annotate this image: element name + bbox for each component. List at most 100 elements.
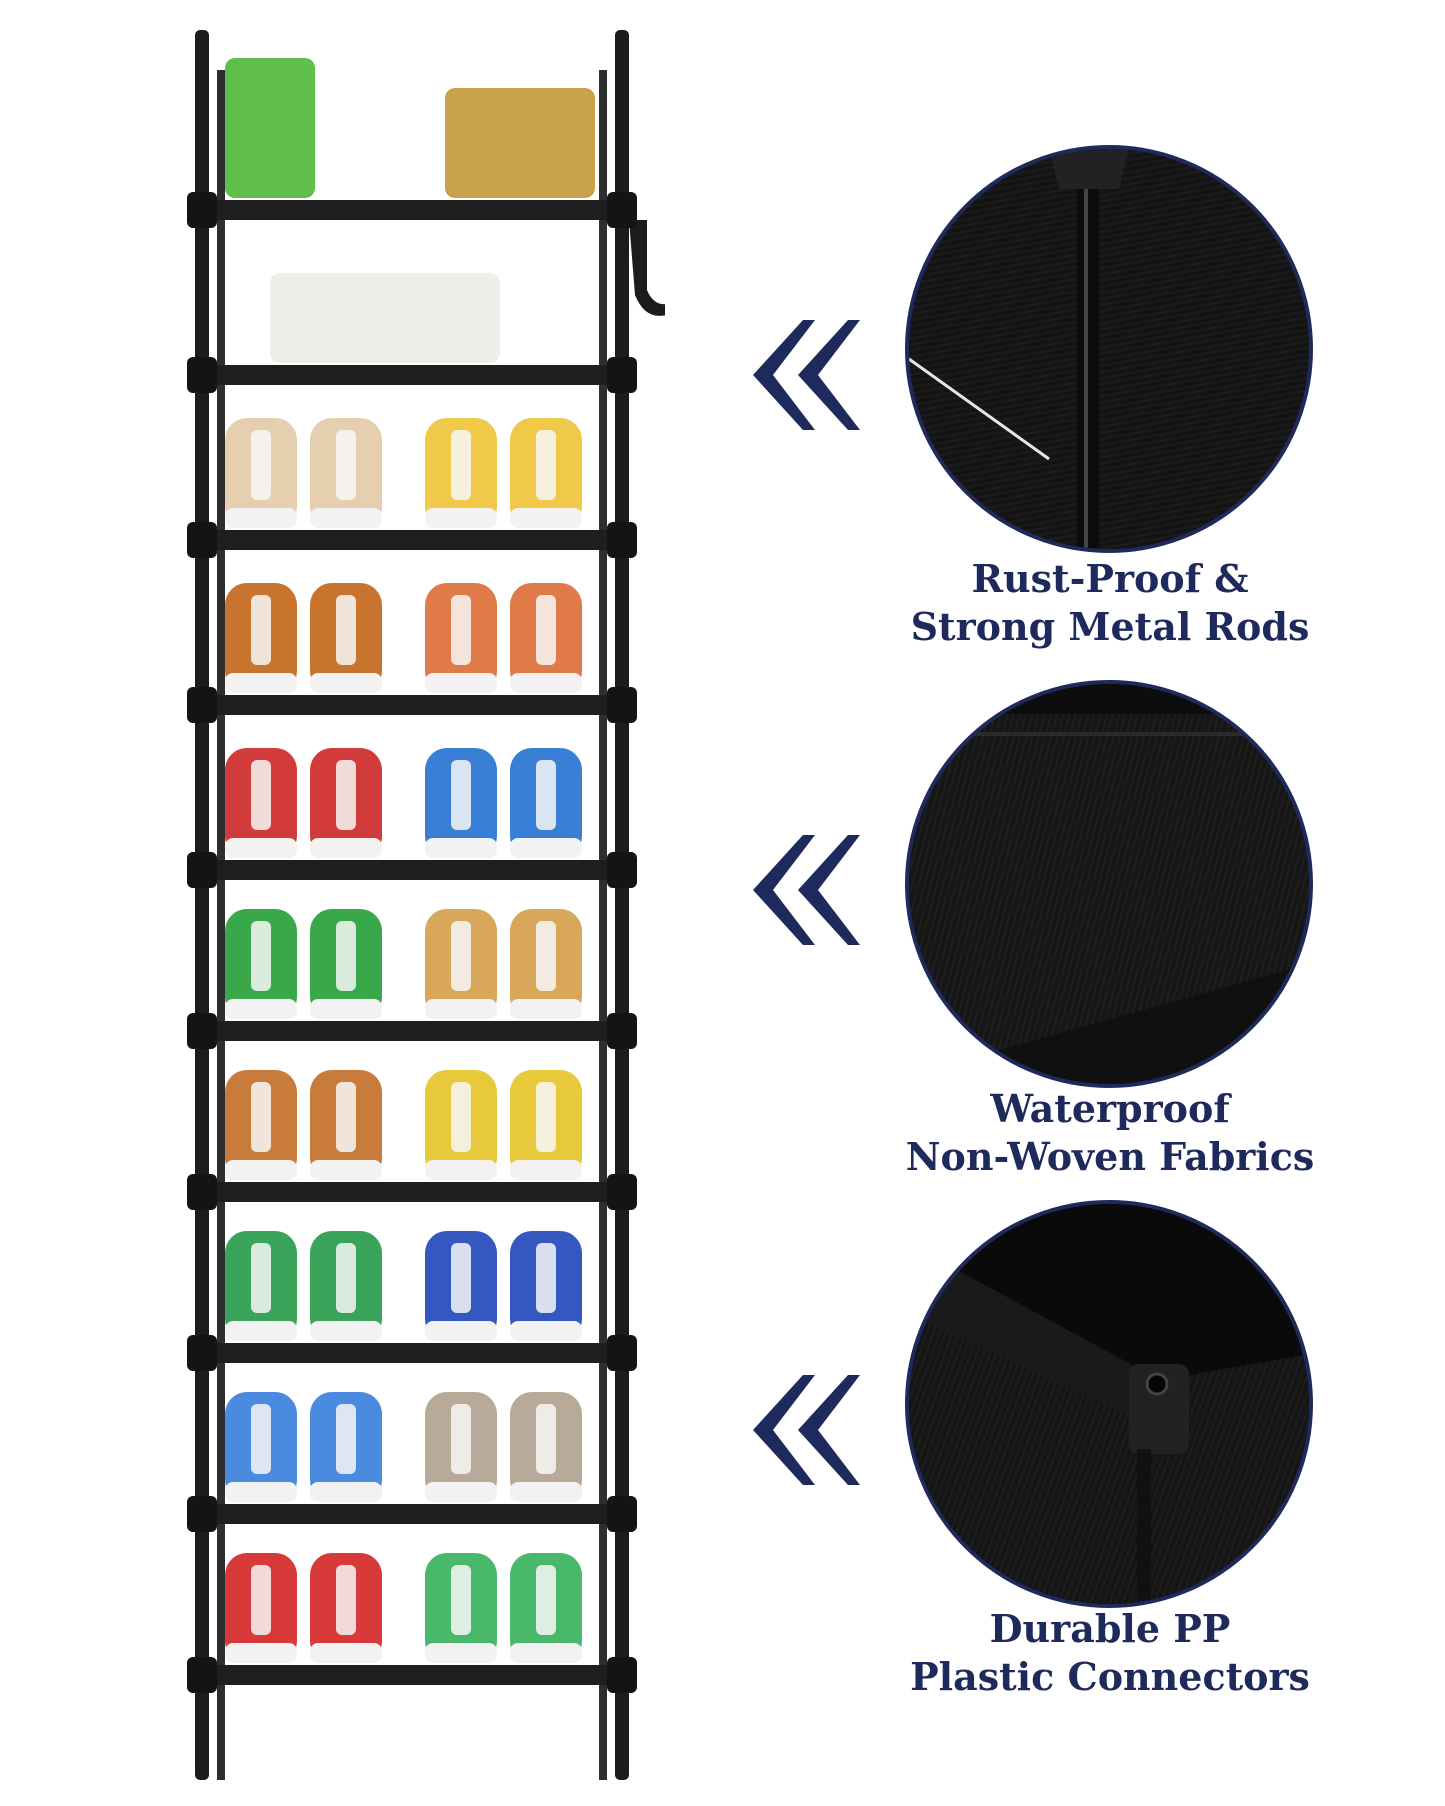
shoe-laces — [336, 430, 356, 500]
rack-shelf — [195, 1182, 629, 1202]
rack-connector — [187, 1013, 217, 1049]
shoe-sole — [310, 1160, 382, 1180]
shoe-laces — [536, 760, 556, 830]
rack-connector — [607, 1496, 637, 1532]
rack-connector — [607, 1174, 637, 1210]
shoe-sole — [225, 838, 297, 858]
shoe-laces — [336, 1565, 356, 1635]
shoe-sole — [425, 999, 497, 1019]
shoe-laces — [451, 1243, 471, 1313]
shoe-laces — [536, 1082, 556, 1152]
shoe-laces — [336, 1082, 356, 1152]
shoe-laces — [251, 430, 271, 500]
shoe-laces — [536, 595, 556, 665]
shoe-laces — [451, 430, 471, 500]
rack-connector — [187, 192, 217, 228]
shoe-laces — [336, 1404, 356, 1474]
double-chevron-left-icon — [753, 835, 860, 945]
rack-shelf — [195, 1504, 629, 1524]
shoe-laces — [451, 595, 471, 665]
rack-connector — [187, 852, 217, 888]
rack-hook — [629, 220, 665, 316]
shoe-sole — [225, 999, 297, 1019]
shoe-sole — [425, 1321, 497, 1341]
rack-connector — [607, 852, 637, 888]
shoe-laces — [451, 1082, 471, 1152]
tan-handbag — [445, 88, 595, 198]
shoe-sole — [510, 673, 582, 693]
shoe-sole — [225, 508, 297, 528]
feature-caption-line: Non-Woven Fabrics — [905, 1134, 1315, 1179]
shoe-sole — [425, 1482, 497, 1502]
rack-connector — [607, 1335, 637, 1371]
shoe-laces — [536, 430, 556, 500]
shoe-sole — [225, 1321, 297, 1341]
shoe-laces — [536, 1243, 556, 1313]
feature-caption-metal-rods: Rust-Proof & Strong Metal Rods — [840, 555, 1380, 651]
shoe-laces — [251, 1404, 271, 1474]
shoe-sole — [510, 1482, 582, 1502]
rack-shelf — [195, 1665, 629, 1685]
rack-shelf — [195, 1021, 629, 1041]
shoe-laces — [451, 1565, 471, 1635]
rack-connector — [607, 687, 637, 723]
rack-connector — [187, 1496, 217, 1532]
rack-connector — [187, 357, 217, 393]
shoe-sole — [425, 508, 497, 528]
shoe-laces — [251, 921, 271, 991]
shoe-sole — [510, 838, 582, 858]
shoe-sole — [310, 673, 382, 693]
shoe-sole — [510, 508, 582, 528]
feature-caption-connectors: Durable PP Plastic Connectors — [840, 1605, 1380, 1701]
shoe-laces — [251, 1243, 271, 1313]
shoe-laces — [451, 760, 471, 830]
rack-connector — [607, 357, 637, 393]
shoe-sole — [510, 1160, 582, 1180]
feature-caption-line: Durable PP — [989, 1606, 1231, 1651]
feature-caption-line: Strong Metal Rods — [910, 604, 1310, 649]
shoe-laces — [336, 1243, 356, 1313]
white-woven-basket — [270, 273, 500, 363]
feature-caption-fabrics: Waterproof Non-Woven Fabrics — [840, 1085, 1380, 1181]
rack-shelf — [195, 200, 629, 220]
metal-rod-closeup — [905, 145, 1313, 553]
shoe-sole — [425, 1643, 497, 1663]
rack-connector — [187, 1657, 217, 1693]
shoe-sole — [225, 1160, 297, 1180]
shoe-sole — [425, 838, 497, 858]
shoe-laces — [251, 1565, 271, 1635]
connector-closeup — [905, 1200, 1313, 1608]
rack-connector — [607, 1657, 637, 1693]
shoe-sole — [510, 999, 582, 1019]
shoe-laces — [536, 921, 556, 991]
rack-connector — [187, 1335, 217, 1371]
shoe-laces — [451, 1404, 471, 1474]
shoe-laces — [251, 760, 271, 830]
shoe-laces — [251, 595, 271, 665]
shoe-sole — [510, 1321, 582, 1341]
rack-shelf — [195, 365, 629, 385]
rack-shelf — [195, 860, 629, 880]
fabric-closeup — [905, 680, 1313, 1088]
rack-connector — [607, 1013, 637, 1049]
shoe-sole — [310, 1643, 382, 1663]
shoe-laces — [251, 1082, 271, 1152]
shoe-sole — [225, 1643, 297, 1663]
shoe-laces — [451, 921, 471, 991]
shoe-laces — [336, 760, 356, 830]
shoe-sole — [425, 1160, 497, 1180]
rack-post-right-back — [599, 70, 607, 1780]
rack-shelf — [195, 695, 629, 715]
rack-connector — [187, 522, 217, 558]
feature-caption-line: Plastic Connectors — [910, 1654, 1310, 1699]
rack-connector — [607, 522, 637, 558]
shoe-laces — [336, 595, 356, 665]
shoe-sole — [510, 1643, 582, 1663]
shoe-rack-image — [187, 30, 665, 1780]
shoe-sole — [310, 838, 382, 858]
shoe-sole — [225, 673, 297, 693]
double-chevron-left-icon — [753, 1375, 860, 1485]
shoe-laces — [536, 1565, 556, 1635]
shoe-sole — [310, 508, 382, 528]
potted-plant — [225, 58, 315, 198]
